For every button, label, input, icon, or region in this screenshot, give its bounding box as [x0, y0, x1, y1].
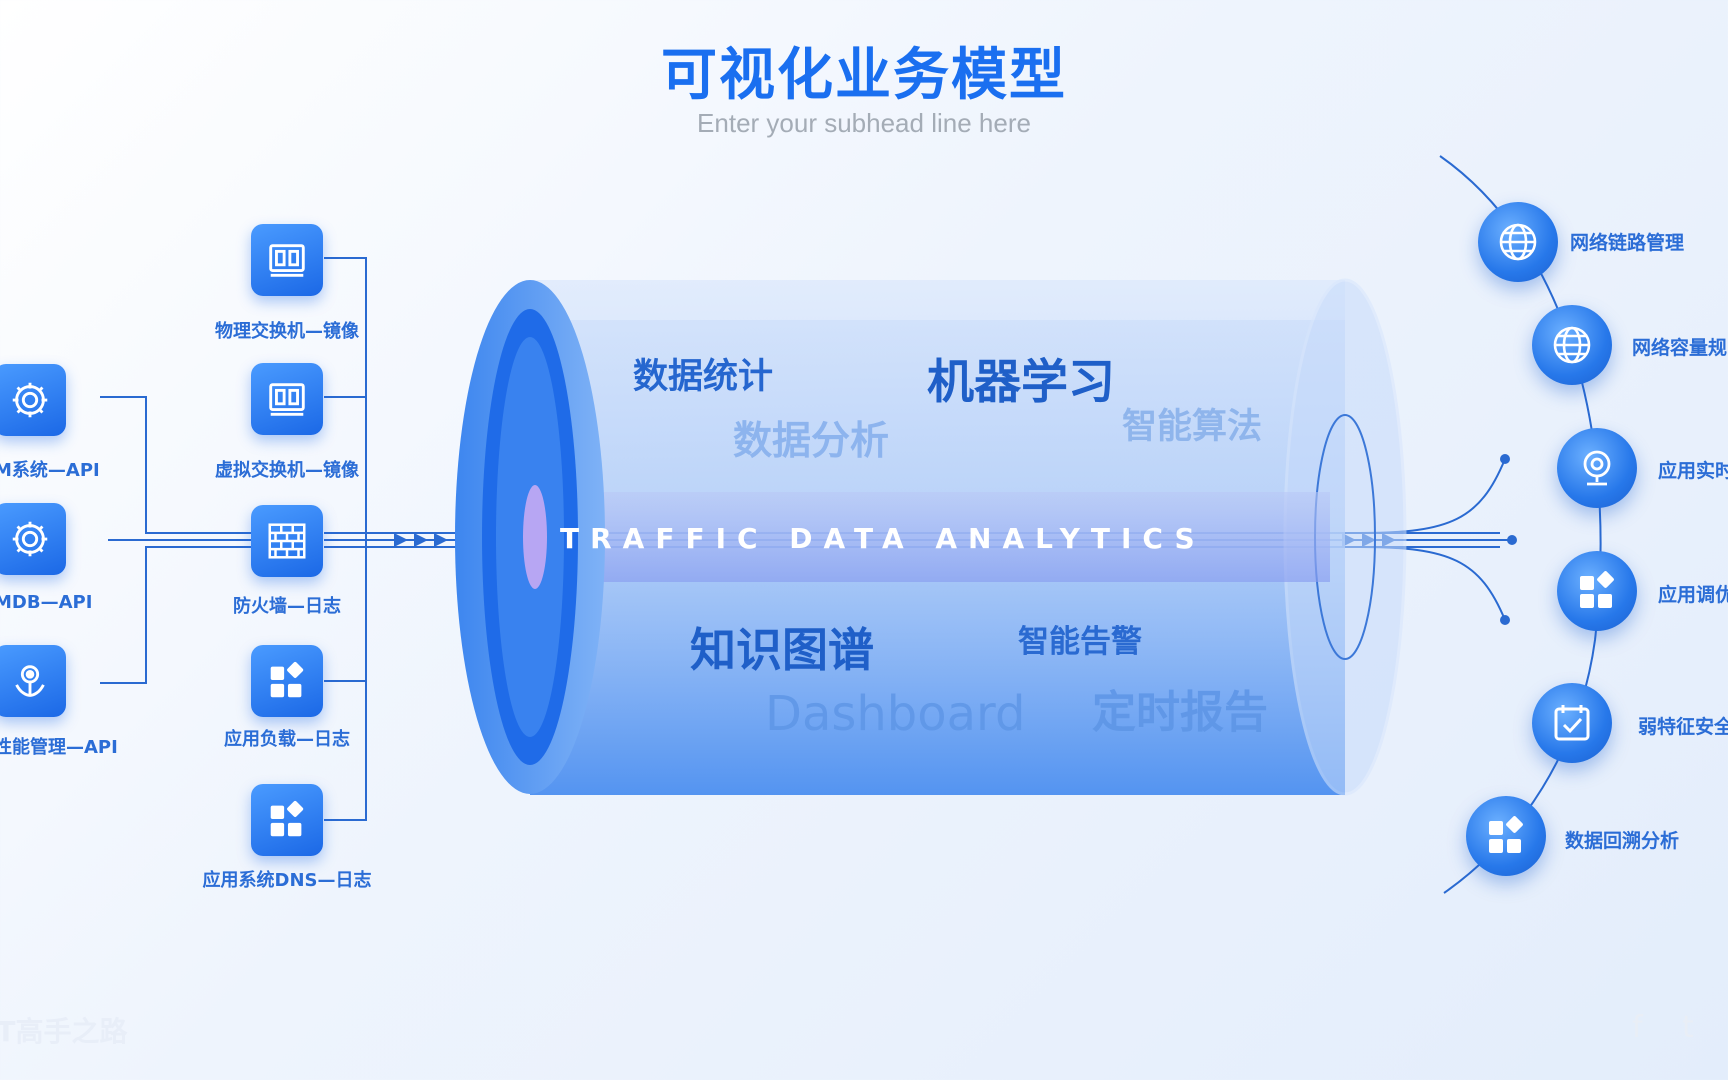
globe-icon[interactable]	[1532, 305, 1612, 385]
word-data-analysis: 数据分析	[733, 419, 890, 464]
gear-icon[interactable]	[0, 364, 66, 436]
output-label-app-tuning: 应用调优	[1658, 584, 1728, 606]
word-smart-alert: 智能告警	[1018, 624, 1142, 660]
switch-icon[interactable]	[251, 363, 323, 435]
footer-brand: IT高手之路	[0, 1015, 128, 1048]
word-scheduled-report: 定时报告	[1092, 687, 1268, 738]
globe-icon[interactable]	[1478, 202, 1558, 282]
word-smart-algorithm: 智能算法	[1122, 407, 1263, 447]
output-label-data-backtrack: 数据回溯分析	[1565, 830, 1680, 852]
switch-icon[interactable]	[251, 224, 323, 296]
output-label-app-realtime: 应用实时	[1658, 460, 1728, 482]
apps-icon[interactable]	[251, 645, 323, 717]
word-knowledge-graph: 知识图谱	[690, 623, 874, 677]
word-dashboard: Dashboard	[765, 686, 1026, 742]
webcam-icon[interactable]	[1557, 428, 1637, 508]
source-label-virtual-switch: 虚拟交换机—镜像	[215, 460, 359, 481]
location-hand-icon[interactable]	[0, 645, 66, 717]
source-label-m-system: M系统—API	[0, 460, 100, 481]
gear-icon[interactable]	[0, 503, 66, 575]
facebook-icon[interactable]: f	[1632, 1010, 1643, 1045]
apps-icon[interactable]	[1466, 796, 1546, 876]
output-label-network-capacity: 网络容量规	[1632, 337, 1728, 359]
page-subtitle: Enter your subhead line here	[697, 108, 1031, 138]
data-cylinder	[455, 278, 1407, 796]
output-label-weak-feature-security: 弱特征安全	[1638, 716, 1728, 738]
word-machine-learning: 机器学习	[927, 355, 1115, 410]
page-title: 可视化业务模型	[661, 43, 1067, 108]
source-label-performance: 性能管理—API	[0, 737, 118, 758]
calendar-check-icon[interactable]	[1532, 683, 1612, 763]
source-label-physical-switch: 物理交换机—镜像	[215, 321, 359, 342]
cylinder-banner: TRAFFIC DATA ANALYTICS	[560, 522, 1206, 555]
source-label-app-load: 应用负载—日志	[224, 729, 350, 750]
apps-icon[interactable]	[251, 784, 323, 856]
word-data-statistics: 数据统计	[633, 357, 774, 397]
firewall-icon[interactable]	[251, 505, 323, 577]
twitter-icon[interactable]: t	[1682, 1010, 1694, 1045]
output-label-network-link: 网络链路管理	[1570, 232, 1685, 254]
source-label-mdb: MDB—API	[0, 592, 93, 613]
source-label-app-dns: 应用系统DNS—日志	[202, 870, 372, 891]
source-label-firewall: 防火墙—日志	[233, 596, 341, 617]
apps-icon[interactable]	[1557, 551, 1637, 631]
